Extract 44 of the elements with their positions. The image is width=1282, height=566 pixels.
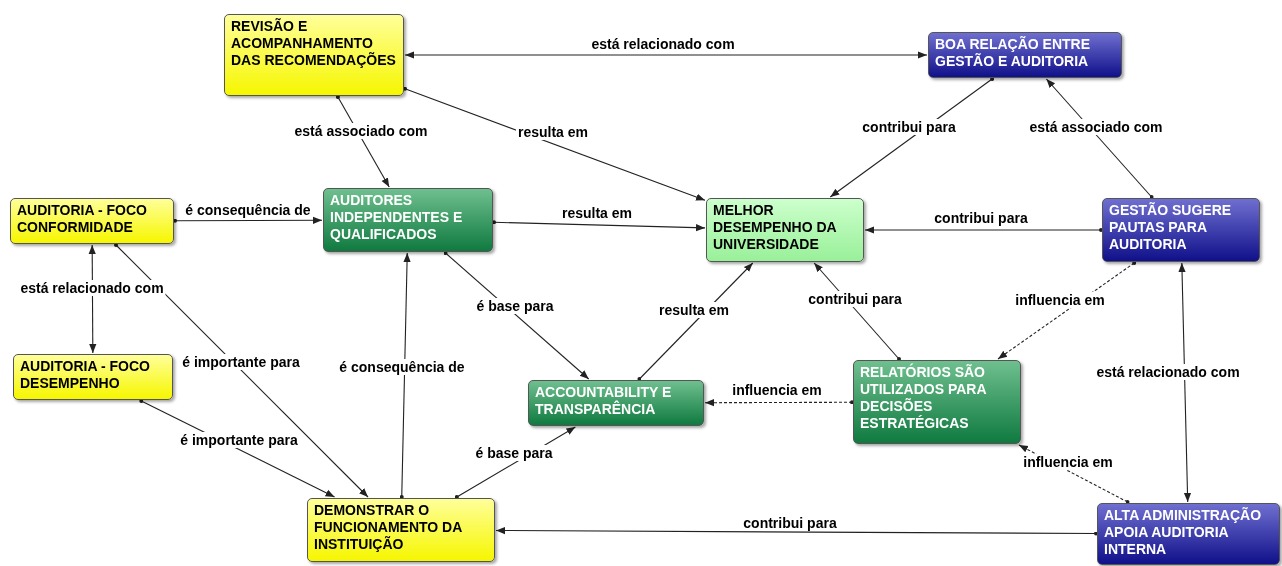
connector-arrow [114,243,369,498]
edge-label: está relacionado com [18,280,166,296]
edge-label: é importante para [178,432,300,448]
edge-label: é base para [474,298,556,314]
concept-box: RELATÓRIOS SÃO UTILIZADOS PARA DECISÕES ESTRATÉGICAS [853,360,1021,444]
connector-arrow [403,86,706,201]
edge-label: é consequência de [183,202,313,218]
edge-label: é importante para [180,354,302,370]
concept-box: DEMONSTRAR O FUNCIONAMENTO DA INSTITUIÇÃO [307,498,495,562]
edge-label: está associado com [292,123,430,139]
connector-arrow [492,220,706,232]
connector-arrow [1178,262,1192,503]
connector-arrow [829,77,995,198]
edge-label: resulta em [516,124,590,140]
concept-box: AUDITORES INDEPENDENTES E QUALIFICADOS [323,188,493,252]
concept-box: AUDITORIA - FOCO DESEMPENHO [13,354,173,400]
edge-label: contribui para [860,119,958,135]
edge-label: influencia em [730,382,824,398]
edge-label: contribui para [806,291,904,307]
edge-label: está relacionado com [1094,364,1242,380]
connector-arrow [704,399,854,407]
connector-arrow [495,526,1098,536]
edge-label: está associado com [1027,119,1165,135]
edge-label: influencia em [1013,292,1107,308]
connector-arrow [404,51,928,59]
edge-label: contribui para [932,210,1030,226]
edge-label: resulta em [560,205,634,221]
edge-label: é base para [473,445,555,461]
concept-box: AUDITORIA - FOCO CONFORMIDADE [10,198,174,244]
connector-arrow [173,216,323,224]
connector-arrow [997,261,1137,360]
edge-label: contribui para [741,515,839,531]
edge-label: é consequência de [337,359,467,375]
concept-box: ALTA ADMINISTRAÇÃO APOIA AUDITORIA INTERNA [1097,503,1280,565]
edge-label: resulta em [657,302,731,318]
concept-box: ACCOUNTABILITY E TRANSPARÊNCIA [528,380,704,426]
connector-arrow [864,226,1103,234]
concept-box: MELHOR DESEMPENHO DA UNIVERSIDADE [706,198,864,262]
concept-box: GESTÃO SUGERE PAUTAS PARA AUDITORIA [1102,198,1260,262]
edge-label: influencia em [1021,454,1115,470]
edge-label: está relacionado com [589,36,737,52]
connector-arrow [399,252,411,499]
concept-box: BOA RELAÇÃO ENTRE GESTÃO E AUDITORIA [928,32,1122,78]
concept-box: REVISÃO E ACOMPANHAMENTO DAS RECOMENDAÇÕES [224,14,404,96]
